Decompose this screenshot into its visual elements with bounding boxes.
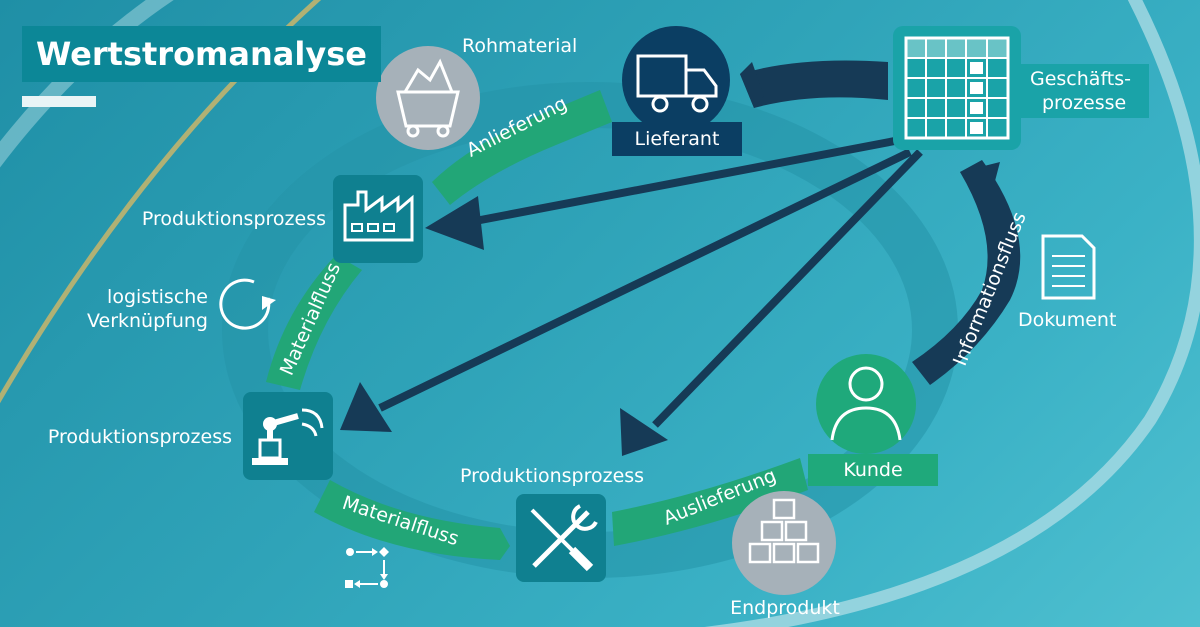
person-icon [816,354,916,454]
endprodukt-label: Endprodukt [730,597,840,619]
decor-light-curve-right [703,0,1200,627]
lieferant-label: Lieferant [634,128,720,150]
arc-materialfluss-lower [314,480,510,560]
page-title: Wertstromanalyse [22,26,381,82]
geschaefts-label-line2: prozesse [1042,92,1127,114]
rohmaterial-label: Rohmaterial [462,35,578,57]
cycle-arrow-icon [219,278,276,330]
kunde-label: Kunde [843,459,903,481]
produktion-robot-label: Produktionsprozess [47,426,232,448]
arc-materialfluss-upper [266,255,362,390]
arrow-to-tools [652,149,923,428]
logistik-label-line1: logistische [107,286,208,308]
factory-icon [333,175,423,263]
robot-arm-icon [243,392,333,480]
arrow-to-factory-head [425,196,484,250]
flow-diagram-icon [345,547,389,588]
geschaefts-label-line1: Geschäfts- [1030,68,1132,90]
document-icon [1041,234,1096,300]
arrow-to-lieferant [740,60,888,108]
produktion-tools-label: Produktionsprozess [460,465,645,487]
informationsfluss-head [960,162,1000,200]
produktion-factory-label: Produktionsprozess [141,208,326,230]
spreadsheet-icon [893,26,1021,150]
dokument-label: Dokument [1018,309,1117,331]
arc-informationsfluss [912,160,1021,385]
lieferant-tag-bg [612,122,742,156]
wrench-screwdriver-icon [516,494,606,582]
arrow-to-robot-head [340,382,392,432]
arrow-to-factory [469,136,901,226]
arrow-to-lieferant-head [740,62,764,108]
mine-cart-icon [376,46,480,150]
boxes-icon [732,491,836,595]
geschaefts-tag-bg [1021,64,1149,118]
truck-icon [622,26,730,134]
kunde-tag-bg [808,454,938,486]
arc-auslieferung [612,458,808,546]
logistik-label-line2: Verknüpfung [86,310,208,332]
title-underline [22,96,96,107]
arc-anlieferung [432,90,612,205]
arrow-to-tools-head [620,408,668,456]
arrow-to-robot [378,148,912,412]
